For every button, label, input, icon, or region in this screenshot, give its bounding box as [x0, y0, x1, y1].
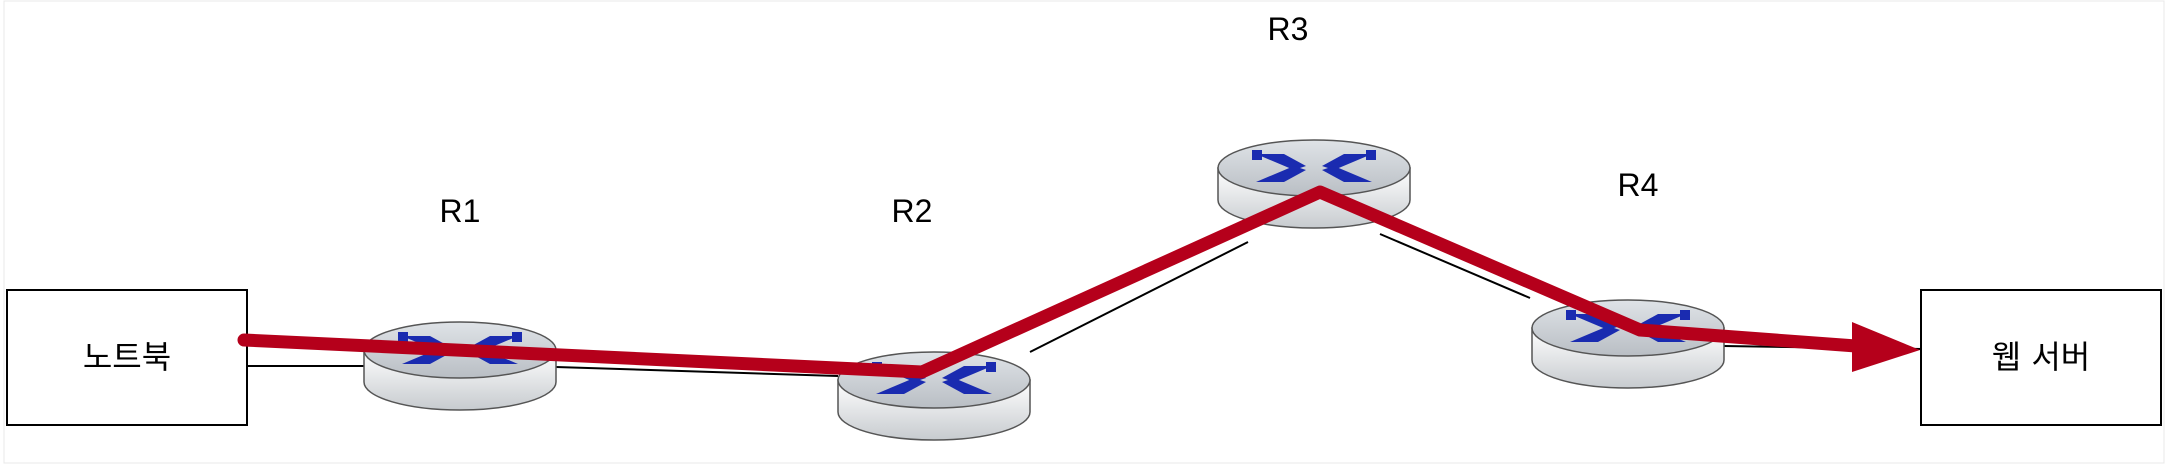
laptop-node[interactable]: 노트북: [6, 289, 248, 426]
laptop-label: 노트북: [83, 338, 171, 376]
router-icon: [837, 351, 1031, 441]
router-r4[interactable]: [1531, 299, 1725, 389]
laptop-box: [6, 289, 248, 426]
router-icon: [363, 321, 557, 411]
router-r4-label: R4: [1618, 167, 1659, 203]
link-r1-r2: [555, 366, 839, 377]
router-r1[interactable]: [363, 321, 557, 411]
router-r2[interactable]: [837, 351, 1031, 441]
link-r3-r4: [1379, 233, 1531, 299]
router-r1-label: R1: [440, 193, 481, 229]
link-r2-r3: [1029, 241, 1249, 353]
routing-path: [237, 185, 1863, 379]
router-r2-label: R2: [892, 193, 933, 229]
routing-path-arrowhead: [1852, 322, 1920, 372]
router-r3-label: R3: [1268, 11, 1309, 47]
router-icon: [1531, 299, 1725, 389]
canvas-border: [3, 0, 2165, 464]
web-server-label: 웹 서버: [1992, 338, 2091, 376]
web-server-box: [1920, 289, 2162, 426]
web-server-node[interactable]: 웹 서버: [1920, 289, 2162, 426]
